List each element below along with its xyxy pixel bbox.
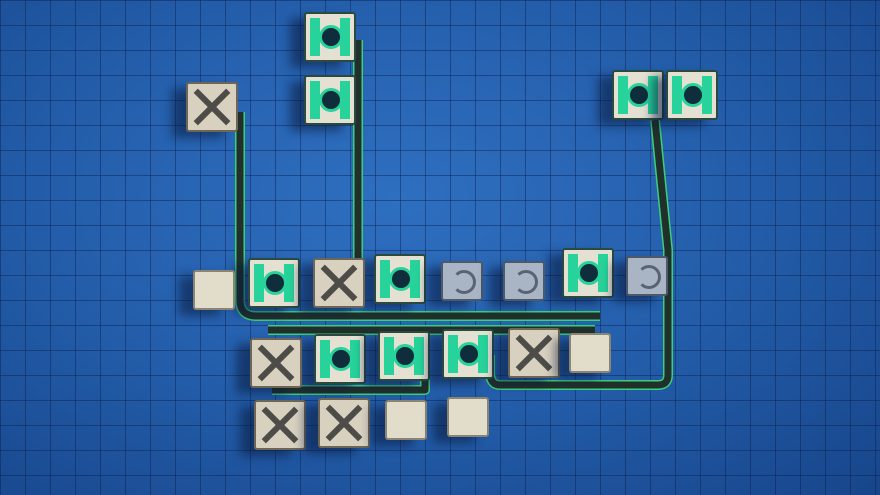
assembler-machine[interactable] [304, 75, 356, 125]
extractor-crate[interactable] [186, 82, 238, 132]
extractor-crate[interactable] [313, 258, 365, 308]
assembler-machine[interactable] [374, 254, 426, 304]
assembler-machine[interactable] [666, 70, 718, 120]
storage-box[interactable] [447, 397, 489, 437]
assembler-machine[interactable] [314, 334, 366, 384]
extractor-crate[interactable] [250, 338, 302, 388]
assembler-machine[interactable] [248, 258, 300, 308]
storage-box[interactable] [193, 270, 235, 310]
storage-box[interactable] [385, 400, 427, 440]
extractor-crate[interactable] [318, 398, 370, 448]
assembler-machine[interactable] [442, 329, 494, 379]
assembler-machine[interactable] [378, 331, 430, 381]
assembler-machine[interactable] [562, 248, 614, 298]
turbine-machine[interactable] [626, 256, 668, 296]
extractor-crate[interactable] [254, 400, 306, 450]
extractor-crate[interactable] [508, 328, 560, 378]
storage-box[interactable] [569, 333, 611, 373]
assembler-machine[interactable] [612, 70, 664, 120]
turbine-machine[interactable] [503, 261, 545, 301]
assembler-machine[interactable] [304, 12, 356, 62]
turbine-machine[interactable] [441, 261, 483, 301]
